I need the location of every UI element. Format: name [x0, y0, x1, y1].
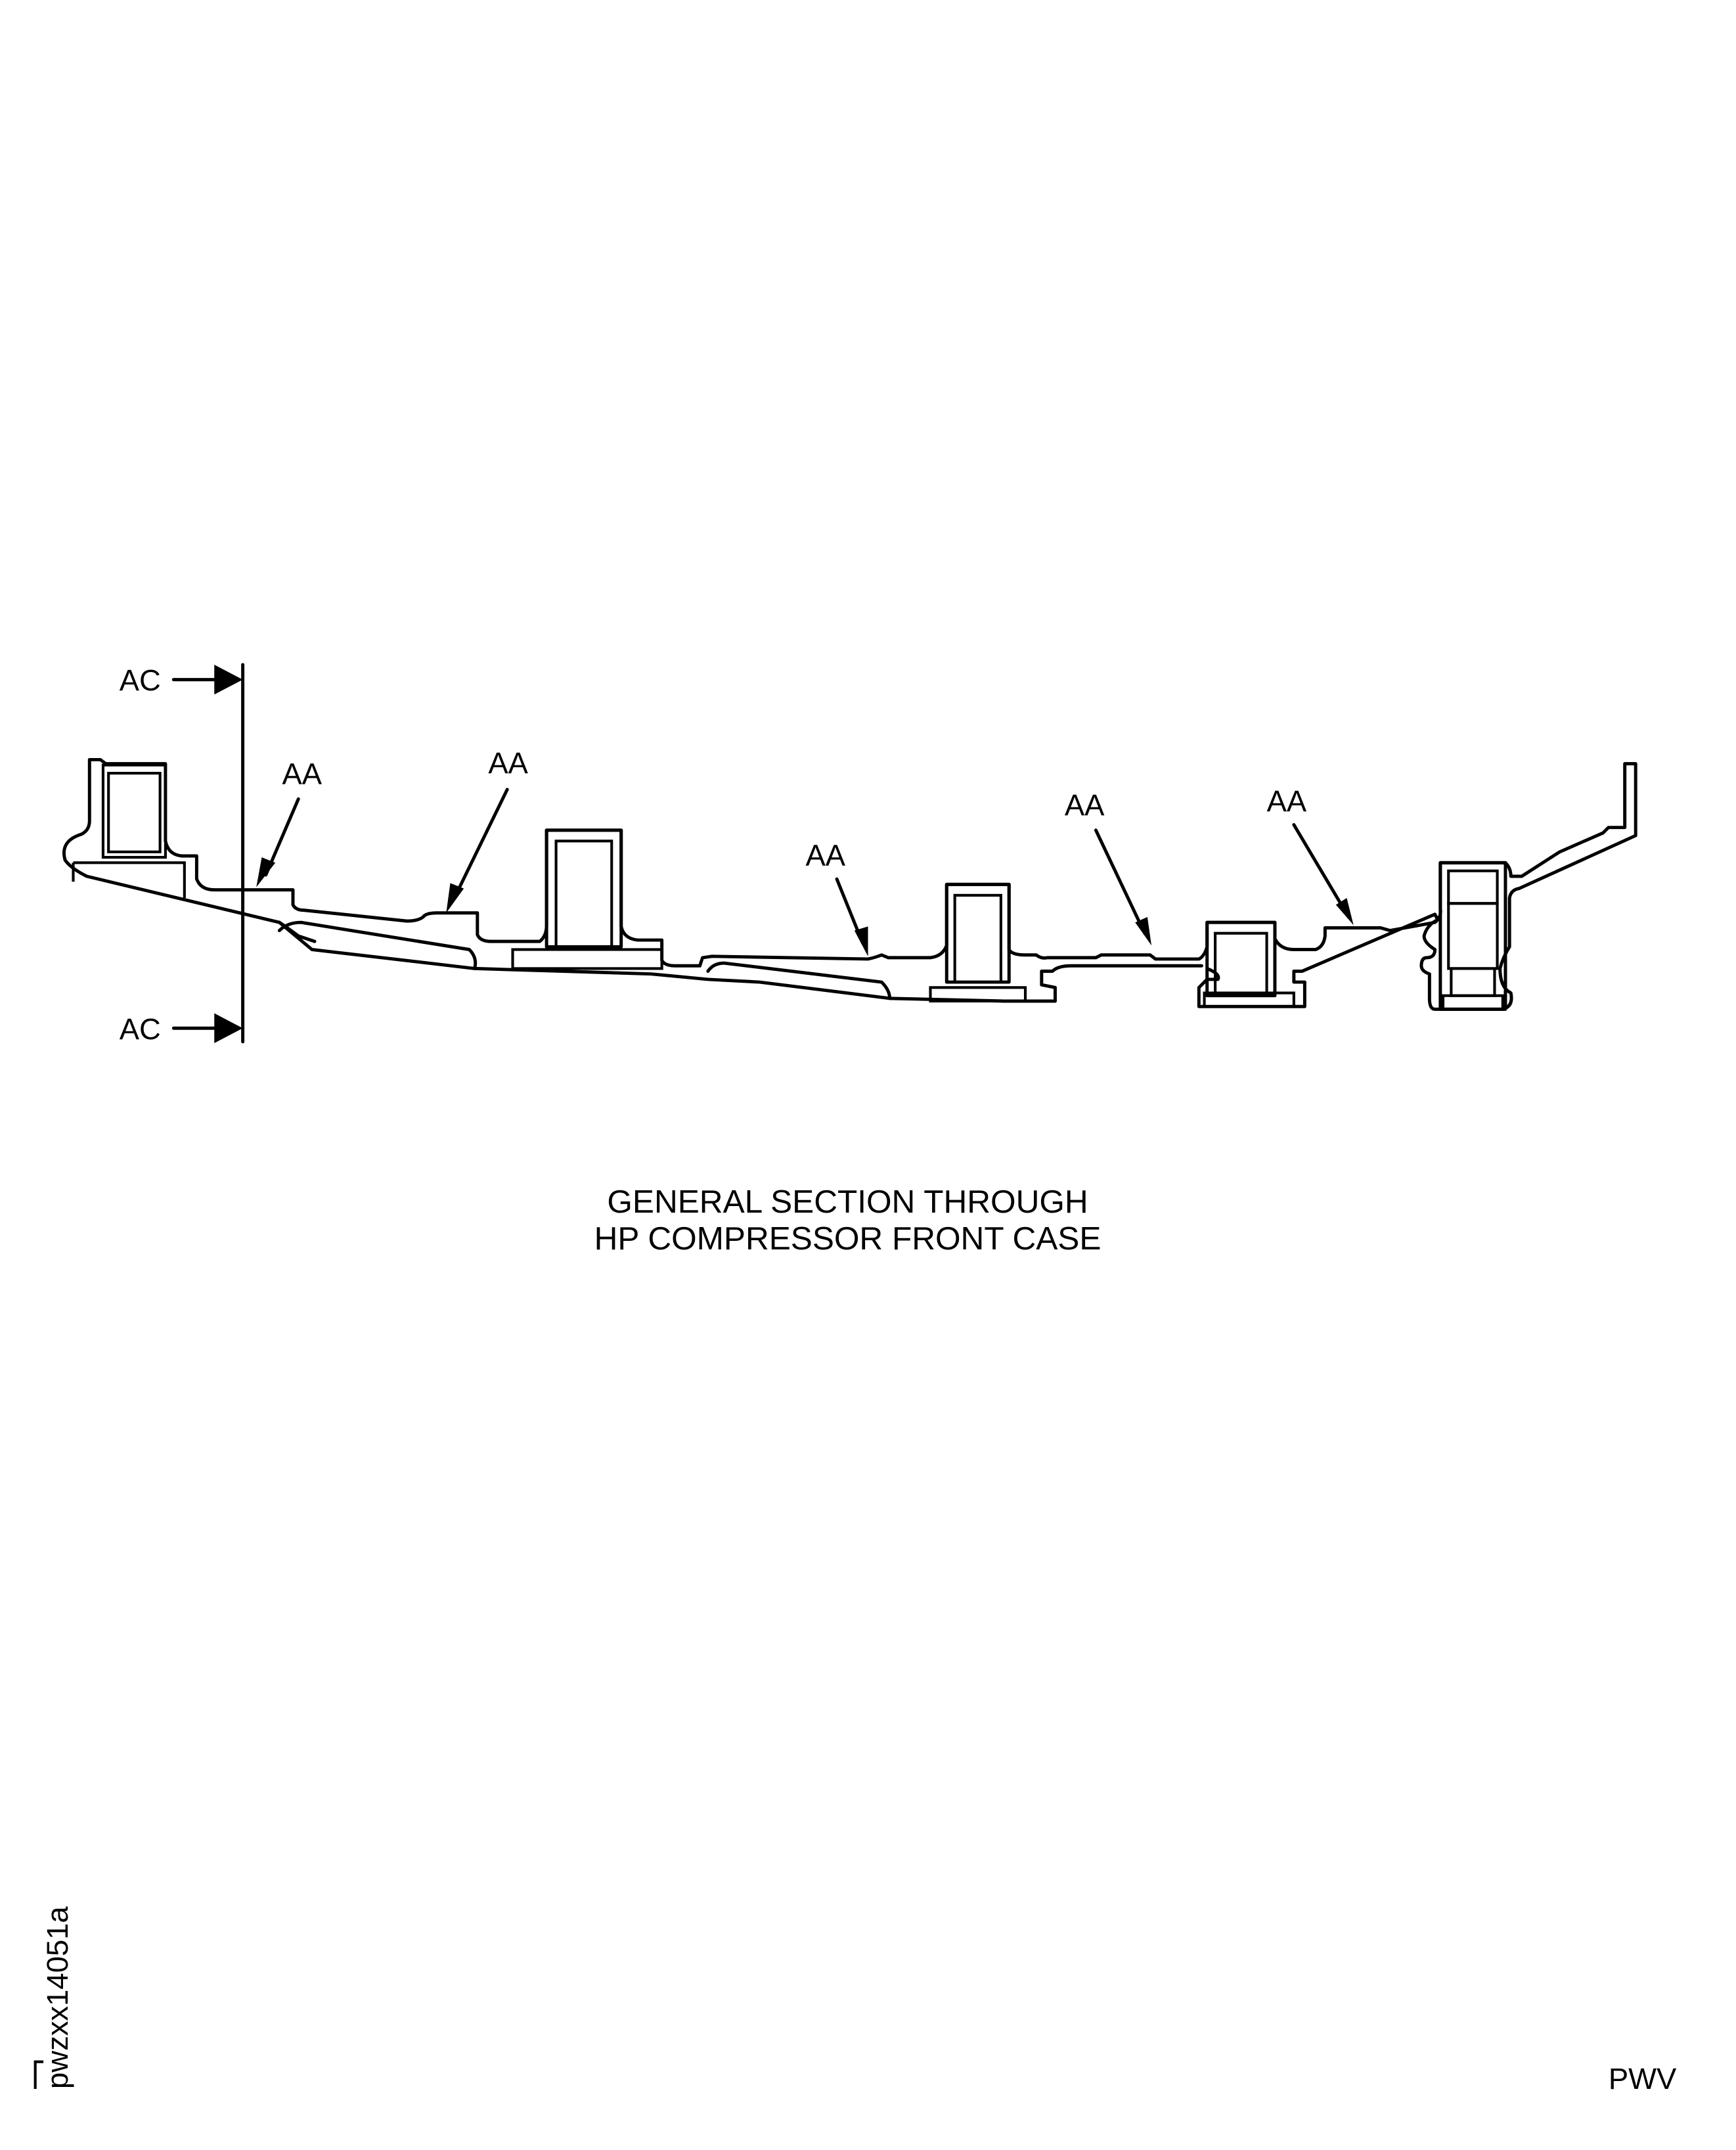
- boss-4: [1203, 920, 1295, 1008]
- svg-text:AA: AA: [1065, 788, 1105, 822]
- svg-text:AA: AA: [488, 746, 528, 780]
- figure-id-text: pwzxx14051a: [41, 1906, 74, 2089]
- callout-aa-4: AA: [1065, 788, 1152, 946]
- footer-code: PWV: [1609, 2062, 1677, 2095]
- svg-text:AA: AA: [282, 757, 322, 791]
- arrowhead-icon: [256, 857, 276, 887]
- section-arrow-bottom-icon: [214, 1013, 243, 1043]
- callout-aa-1: AA: [256, 757, 323, 887]
- section-label-bottom: AC: [120, 1012, 161, 1046]
- section-line-ac: AC AC: [120, 663, 245, 1046]
- svg-text:AA: AA: [806, 838, 846, 872]
- caption-line-1: GENERAL SECTION THROUGH: [607, 1183, 1088, 1220]
- boss-5: [1438, 861, 1507, 1011]
- arrowhead-icon: [1135, 916, 1152, 946]
- arrowhead-icon: [1335, 898, 1354, 926]
- case-outline: [62, 757, 1637, 1011]
- boss-1: [101, 763, 167, 859]
- section-label-top: AC: [120, 663, 161, 697]
- callout-aa-3: AA: [806, 838, 868, 956]
- section-arrow-top-icon: [214, 664, 243, 695]
- boss-2: [511, 828, 663, 970]
- callout-aa-5: AA: [1267, 784, 1354, 926]
- arrowhead-icon: [446, 883, 464, 913]
- arrowhead-icon: [854, 926, 868, 956]
- figure-id: pwzxx14051a: [33, 1906, 74, 2089]
- boss-3: [929, 882, 1027, 1003]
- svg-text:AA: AA: [1267, 784, 1307, 818]
- caption-line-2: HP COMPRESSOR FRONT CASE: [594, 1220, 1102, 1257]
- callout-aa-2: AA: [446, 746, 529, 913]
